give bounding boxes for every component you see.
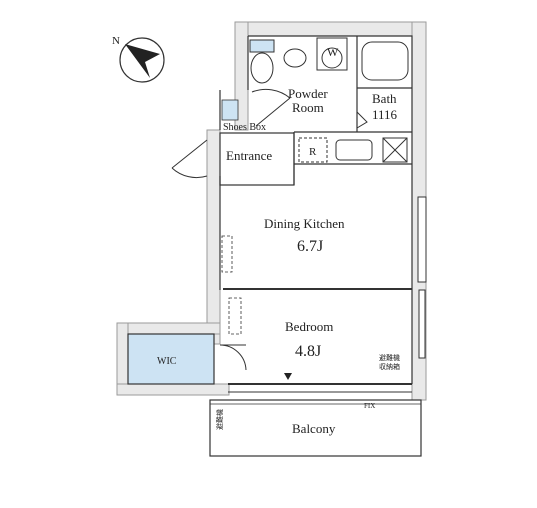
- wic-label: WIC: [157, 356, 177, 367]
- entrance-label: Entrance: [226, 148, 272, 163]
- bath-door: [356, 111, 368, 129]
- dining-window: [417, 196, 427, 283]
- escape-hatch-label-1: 避難機: [379, 353, 400, 362]
- sink-icon: [283, 48, 307, 68]
- compass: N: [112, 35, 165, 83]
- dining-closet: [221, 235, 233, 273]
- refrigerator-label: R: [309, 146, 317, 158]
- bedroom-side-window: [418, 289, 426, 359]
- windows: [417, 196, 427, 359]
- north-label: N: [112, 35, 120, 47]
- compass-arrow-icon: [125, 44, 160, 78]
- dining-kitchen-label: Dining Kitchen: [264, 216, 345, 231]
- stove-icon: [382, 137, 408, 163]
- entrance-door: [171, 139, 208, 179]
- balcony-label: Balcony: [292, 421, 336, 436]
- compass-circle: [119, 37, 165, 83]
- fixtures: [249, 37, 409, 163]
- shoes-box-label: Shoes Box: [223, 122, 266, 133]
- wall-lines: [127, 35, 422, 457]
- bathtub-icon: [361, 41, 409, 81]
- refrigerator-box: [298, 137, 328, 163]
- balcony-hatch-label: 避難機: [215, 409, 224, 430]
- powder-room-door: [251, 88, 291, 127]
- bedroom-closet: [228, 297, 242, 335]
- powder-room-label-1: Powder: [288, 86, 328, 101]
- washer-label: W: [327, 45, 339, 59]
- doors: [171, 88, 368, 371]
- toilet-bowl-icon: [250, 52, 274, 84]
- bedroom-label: Bedroom: [285, 319, 333, 334]
- washer-box: [316, 37, 348, 71]
- fix-window-label: FIX: [364, 402, 375, 410]
- dining-kitchen-size: 6.7J: [297, 238, 323, 255]
- toilet-tank: [249, 39, 275, 53]
- bedroom-size: 4.8J: [295, 343, 321, 360]
- escape-hatch-label-2: 収納箱: [379, 362, 400, 371]
- bath-label-2: 1116: [372, 107, 398, 122]
- entry-arrow-icon: [284, 373, 292, 380]
- shoes-box: [221, 99, 239, 121]
- powder-room-label-2: Room: [292, 100, 324, 115]
- bath-label-1: Bath: [372, 91, 397, 106]
- wic-door: [219, 344, 247, 371]
- washer-drum-icon: [321, 47, 343, 69]
- kitchen-sink-icon: [335, 139, 373, 161]
- closet-marks: [221, 235, 242, 335]
